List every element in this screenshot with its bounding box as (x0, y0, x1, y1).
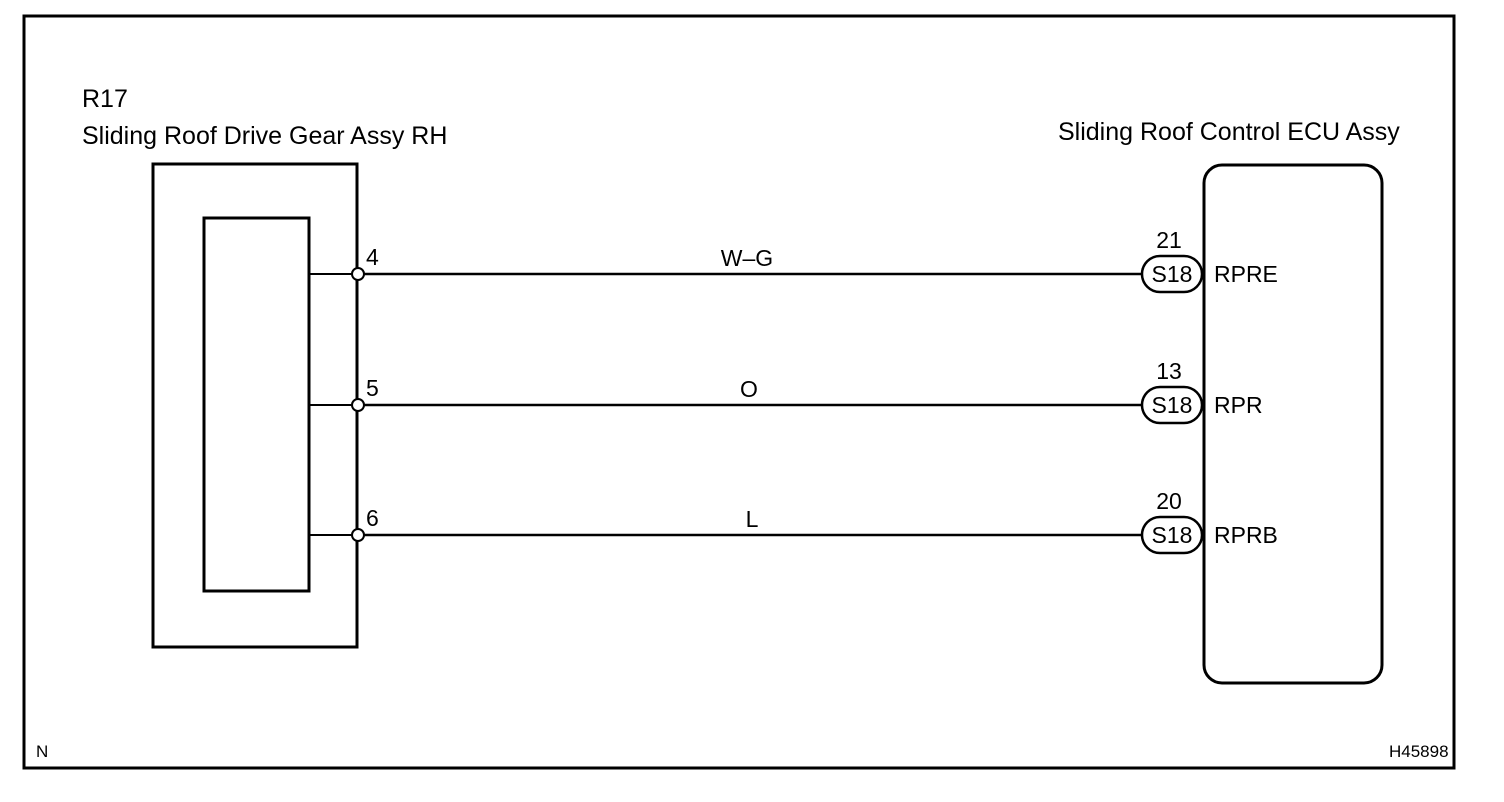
terminal-junction (351, 398, 365, 412)
left-component-name: Sliding Roof Drive Gear Assy RH (82, 122, 447, 150)
connector-code: S18 (1152, 392, 1193, 418)
connector-pill (1140, 254, 1204, 294)
left-component-code: R17 (82, 85, 128, 113)
left-pin-number: 6 (366, 505, 379, 531)
ecu-signal-name: RPRE (1214, 261, 1278, 287)
terminal-junction (351, 267, 365, 281)
wire-color-code: W–G (721, 245, 773, 271)
connector-pill (1140, 385, 1204, 425)
ecu-signal-name: RPRB (1214, 522, 1278, 548)
right-component-name: Sliding Roof Control ECU Assy (1058, 118, 1400, 146)
wire-color-code: L (746, 506, 759, 532)
right-pin-number: 13 (1156, 358, 1182, 384)
figure-id: H45898 (1389, 742, 1449, 761)
connector-pill (1140, 515, 1204, 555)
ecu-body (1202, 163, 1384, 685)
connector-code: S18 (1152, 522, 1193, 548)
terminal-junction (351, 528, 365, 542)
corner-mark: N (36, 742, 48, 761)
right-pin-number: 20 (1156, 488, 1182, 514)
right-pin-number: 21 (1156, 227, 1182, 253)
connector-code: S18 (1152, 261, 1193, 287)
left-pin-number: 5 (366, 375, 379, 401)
left-pin-number: 4 (366, 244, 379, 270)
wire-color-code: O (740, 376, 758, 402)
ecu-signal-name: RPR (1214, 392, 1263, 418)
diagram-frame (22, 14, 1456, 770)
drive-gear-motor (202, 216, 311, 593)
